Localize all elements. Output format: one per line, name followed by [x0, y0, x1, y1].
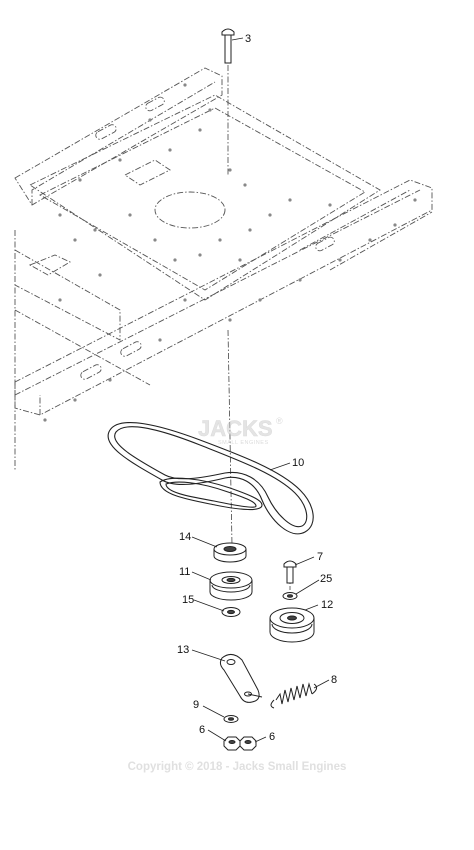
spring-part-8 [270, 682, 318, 709]
nut-part-6-right [239, 736, 257, 751]
callout-15: 15 [182, 594, 194, 606]
bolt-part-7 [283, 560, 297, 584]
washer-part-25 [282, 592, 298, 600]
pulley-part-11 [209, 571, 253, 601]
callout-6-right: 6 [269, 731, 275, 743]
callout-11: 11 [179, 566, 190, 578]
callout-14: 14 [179, 531, 191, 543]
drive-belt-part-10 [107, 422, 314, 535]
callout-13: 13 [177, 644, 189, 656]
callout-7: 7 [317, 551, 323, 563]
callout-labels: 3 10 14 11 15 7 25 12 13 8 9 6 6 [177, 33, 337, 743]
pulley-part-14 [213, 542, 247, 563]
nut-part-6-left [223, 736, 241, 751]
chassis-frame [14, 67, 433, 470]
washer-part-9 [223, 715, 239, 723]
callout-8: 8 [331, 674, 337, 686]
watermark-brand: JACKS [198, 416, 273, 441]
leader-lines [191, 37, 330, 743]
callout-6-left: 6 [199, 724, 205, 736]
assembly-centerline-lower [227, 329, 233, 546]
callout-10: 10 [292, 457, 304, 469]
watermark-registered: ® [276, 416, 283, 426]
washer-part-15 [221, 607, 241, 617]
callout-25: 25 [320, 573, 332, 585]
callout-3: 3 [245, 33, 251, 45]
idler-arm-part-13 [219, 654, 263, 703]
callout-12: 12 [321, 599, 333, 611]
jacks-watermark: JACKS ® SMALL ENGINES [198, 416, 283, 446]
idler-pulley-part-12 [269, 607, 315, 643]
watermark-subtitle: SMALL ENGINES [218, 440, 269, 446]
callout-9: 9 [193, 699, 199, 711]
bolt-part-3 [221, 28, 235, 64]
frame-holes [43, 83, 417, 422]
watermark-copyright: Copyright © 2018 - Jacks Small Engines [128, 761, 347, 773]
